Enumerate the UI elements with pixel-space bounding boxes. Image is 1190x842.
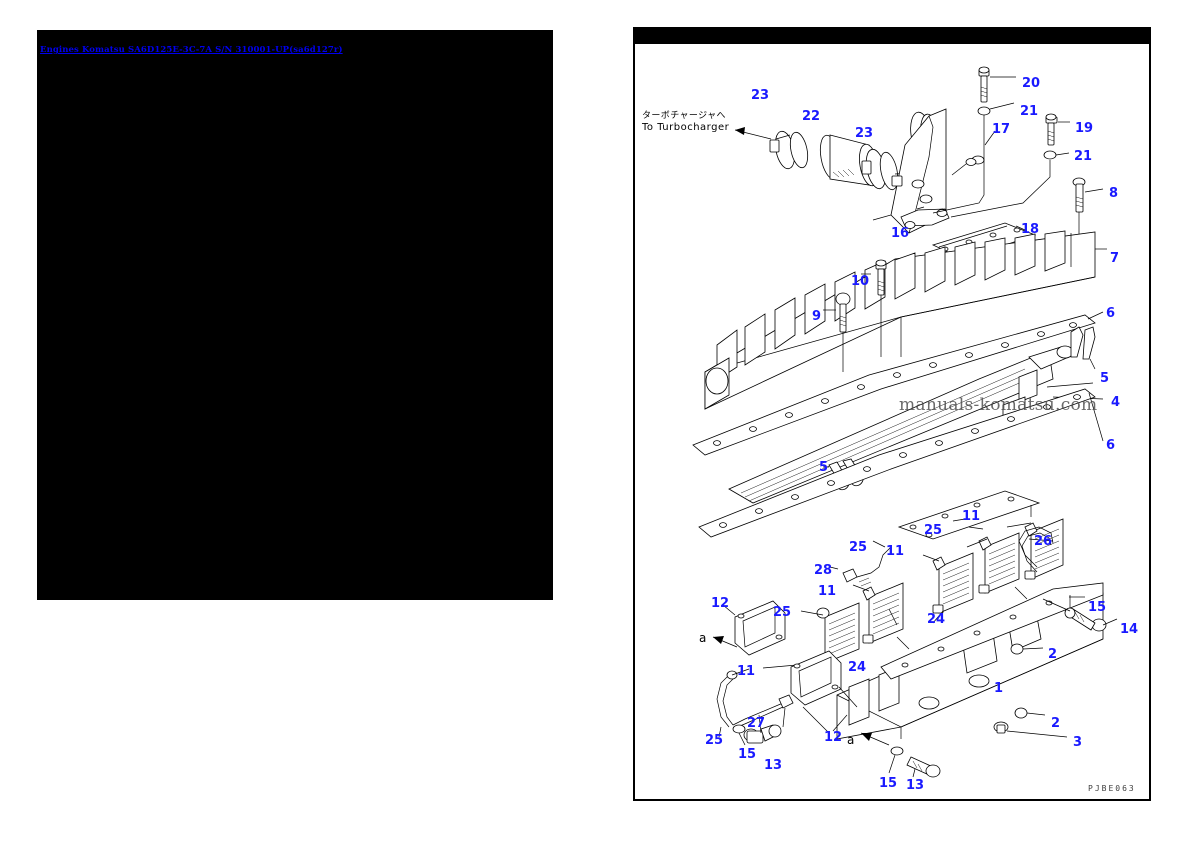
callout-11: 11: [818, 584, 837, 599]
bolt-20-group: [932, 66, 1016, 214]
misc-leaders: [838, 518, 984, 708]
gasket-12-mid: [790, 650, 842, 734]
small-part-bottom-left: [778, 694, 794, 728]
callout-7: 7: [1110, 251, 1120, 266]
bolt-9-group: [823, 292, 851, 372]
gasket-6-upper: [692, 311, 1104, 456]
cooler-core-4: [728, 345, 1104, 504]
callout-21: 21: [1020, 104, 1039, 119]
gasket-12-left: [722, 600, 786, 656]
bolt-14-group: [1042, 595, 1118, 632]
gasket-lower-group: [897, 490, 1041, 540]
callout-15: 15: [738, 747, 757, 762]
intake-manifold-1: [832, 592, 1104, 740]
callout-23: 23: [855, 126, 874, 141]
nut-2-upper: [1010, 643, 1044, 655]
exploded-parts-diagram: ターボチャージャへ To Turbocharger manuals-komats…: [633, 27, 1151, 801]
bolt-19-group: [950, 113, 1070, 218]
connector-28-group: [829, 540, 892, 587]
callout-27: 27: [747, 716, 766, 731]
section-mark-a: a: [847, 733, 855, 747]
callout-20: 20: [1022, 76, 1041, 91]
callout-28: 28: [814, 563, 833, 578]
annotation-japanese: ターボチャージャへ: [642, 111, 726, 121]
callout-25: 25: [705, 733, 724, 748]
washer-15-left: [732, 724, 746, 746]
callout-13: 13: [764, 758, 783, 773]
callout-2: 2: [1051, 716, 1061, 731]
callout-4: 4: [1111, 395, 1121, 410]
part-17-group: [951, 130, 996, 176]
callout-21: 21: [1074, 149, 1093, 164]
callout-11: 11: [886, 544, 905, 559]
callout-24: 24: [927, 612, 946, 627]
callout-11: 11: [737, 664, 756, 679]
section-a-arrows: [712, 636, 890, 746]
callout-15: 15: [1088, 600, 1107, 615]
callout-8: 8: [1109, 186, 1119, 201]
gasket-24-long: [880, 582, 1104, 680]
callout-22: 22: [802, 109, 821, 124]
annotation-english: To Turbocharger: [642, 122, 730, 133]
callout-16: 16: [891, 226, 910, 241]
callout-6: 6: [1106, 438, 1116, 453]
plug-3: [993, 721, 1068, 738]
callout-19: 19: [1075, 121, 1094, 136]
callout-9: 9: [812, 309, 822, 324]
tube-25-elbow: [716, 668, 784, 738]
stud-8-group: [1072, 177, 1104, 272]
bolt-13-center: [906, 756, 941, 778]
diagram-artwork: [692, 66, 1118, 778]
callout-17: 17: [992, 122, 1011, 137]
inlet-housing-16: [872, 108, 950, 234]
gasket-6-lower: [698, 388, 1104, 538]
heater-element-group-right: [922, 505, 1064, 614]
callout-12: 12: [824, 730, 843, 745]
callout-3: 3: [1073, 735, 1083, 750]
callout-15: 15: [879, 776, 898, 791]
pins-5-right: [1070, 326, 1096, 370]
callout-2: 2: [1048, 647, 1058, 662]
preview-panel: Engines Komatsu SA6D125E-3C-7A S/N 31000…: [37, 30, 553, 600]
washer-15-center: [888, 746, 904, 774]
watermark: manuals-komatsu.com: [899, 395, 1098, 415]
callout-24: 24: [848, 660, 867, 675]
page-code: PJBE063: [1088, 784, 1136, 793]
sensor-27-group: [743, 714, 782, 744]
diagram-top-bar: [633, 27, 1151, 44]
callout-23: 23: [751, 88, 770, 103]
section-mark-a: a: [699, 631, 707, 645]
aftercooler-housing-7: [704, 230, 1107, 410]
callout-12: 12: [711, 596, 730, 611]
turbo-pipe-group: [734, 127, 912, 191]
bolt-10-group: [861, 259, 887, 357]
callout-25: 25: [924, 523, 943, 538]
callout-5: 5: [1100, 371, 1110, 386]
nut-2-lower: [1014, 707, 1046, 719]
callout-18: 18: [1021, 222, 1040, 237]
preview-title-link[interactable]: Engines Komatsu SA6D125E-3C-7A S/N 31000…: [40, 45, 343, 55]
callout-11: 11: [962, 509, 981, 524]
callout-26: 26: [1034, 534, 1053, 549]
callout-6: 6: [1106, 306, 1116, 321]
hose-26: [1018, 526, 1054, 573]
to-turbocharger-annotation: ターボチャージャへ To Turbocharger: [642, 111, 729, 133]
callout-25: 25: [773, 605, 792, 620]
callout-10: 10: [851, 274, 870, 289]
callout-25: 25: [849, 540, 868, 555]
callout-13: 13: [906, 778, 925, 793]
callout-5: 5: [819, 460, 829, 475]
callout-14: 14: [1120, 622, 1139, 637]
callout-1: 1: [994, 681, 1004, 696]
